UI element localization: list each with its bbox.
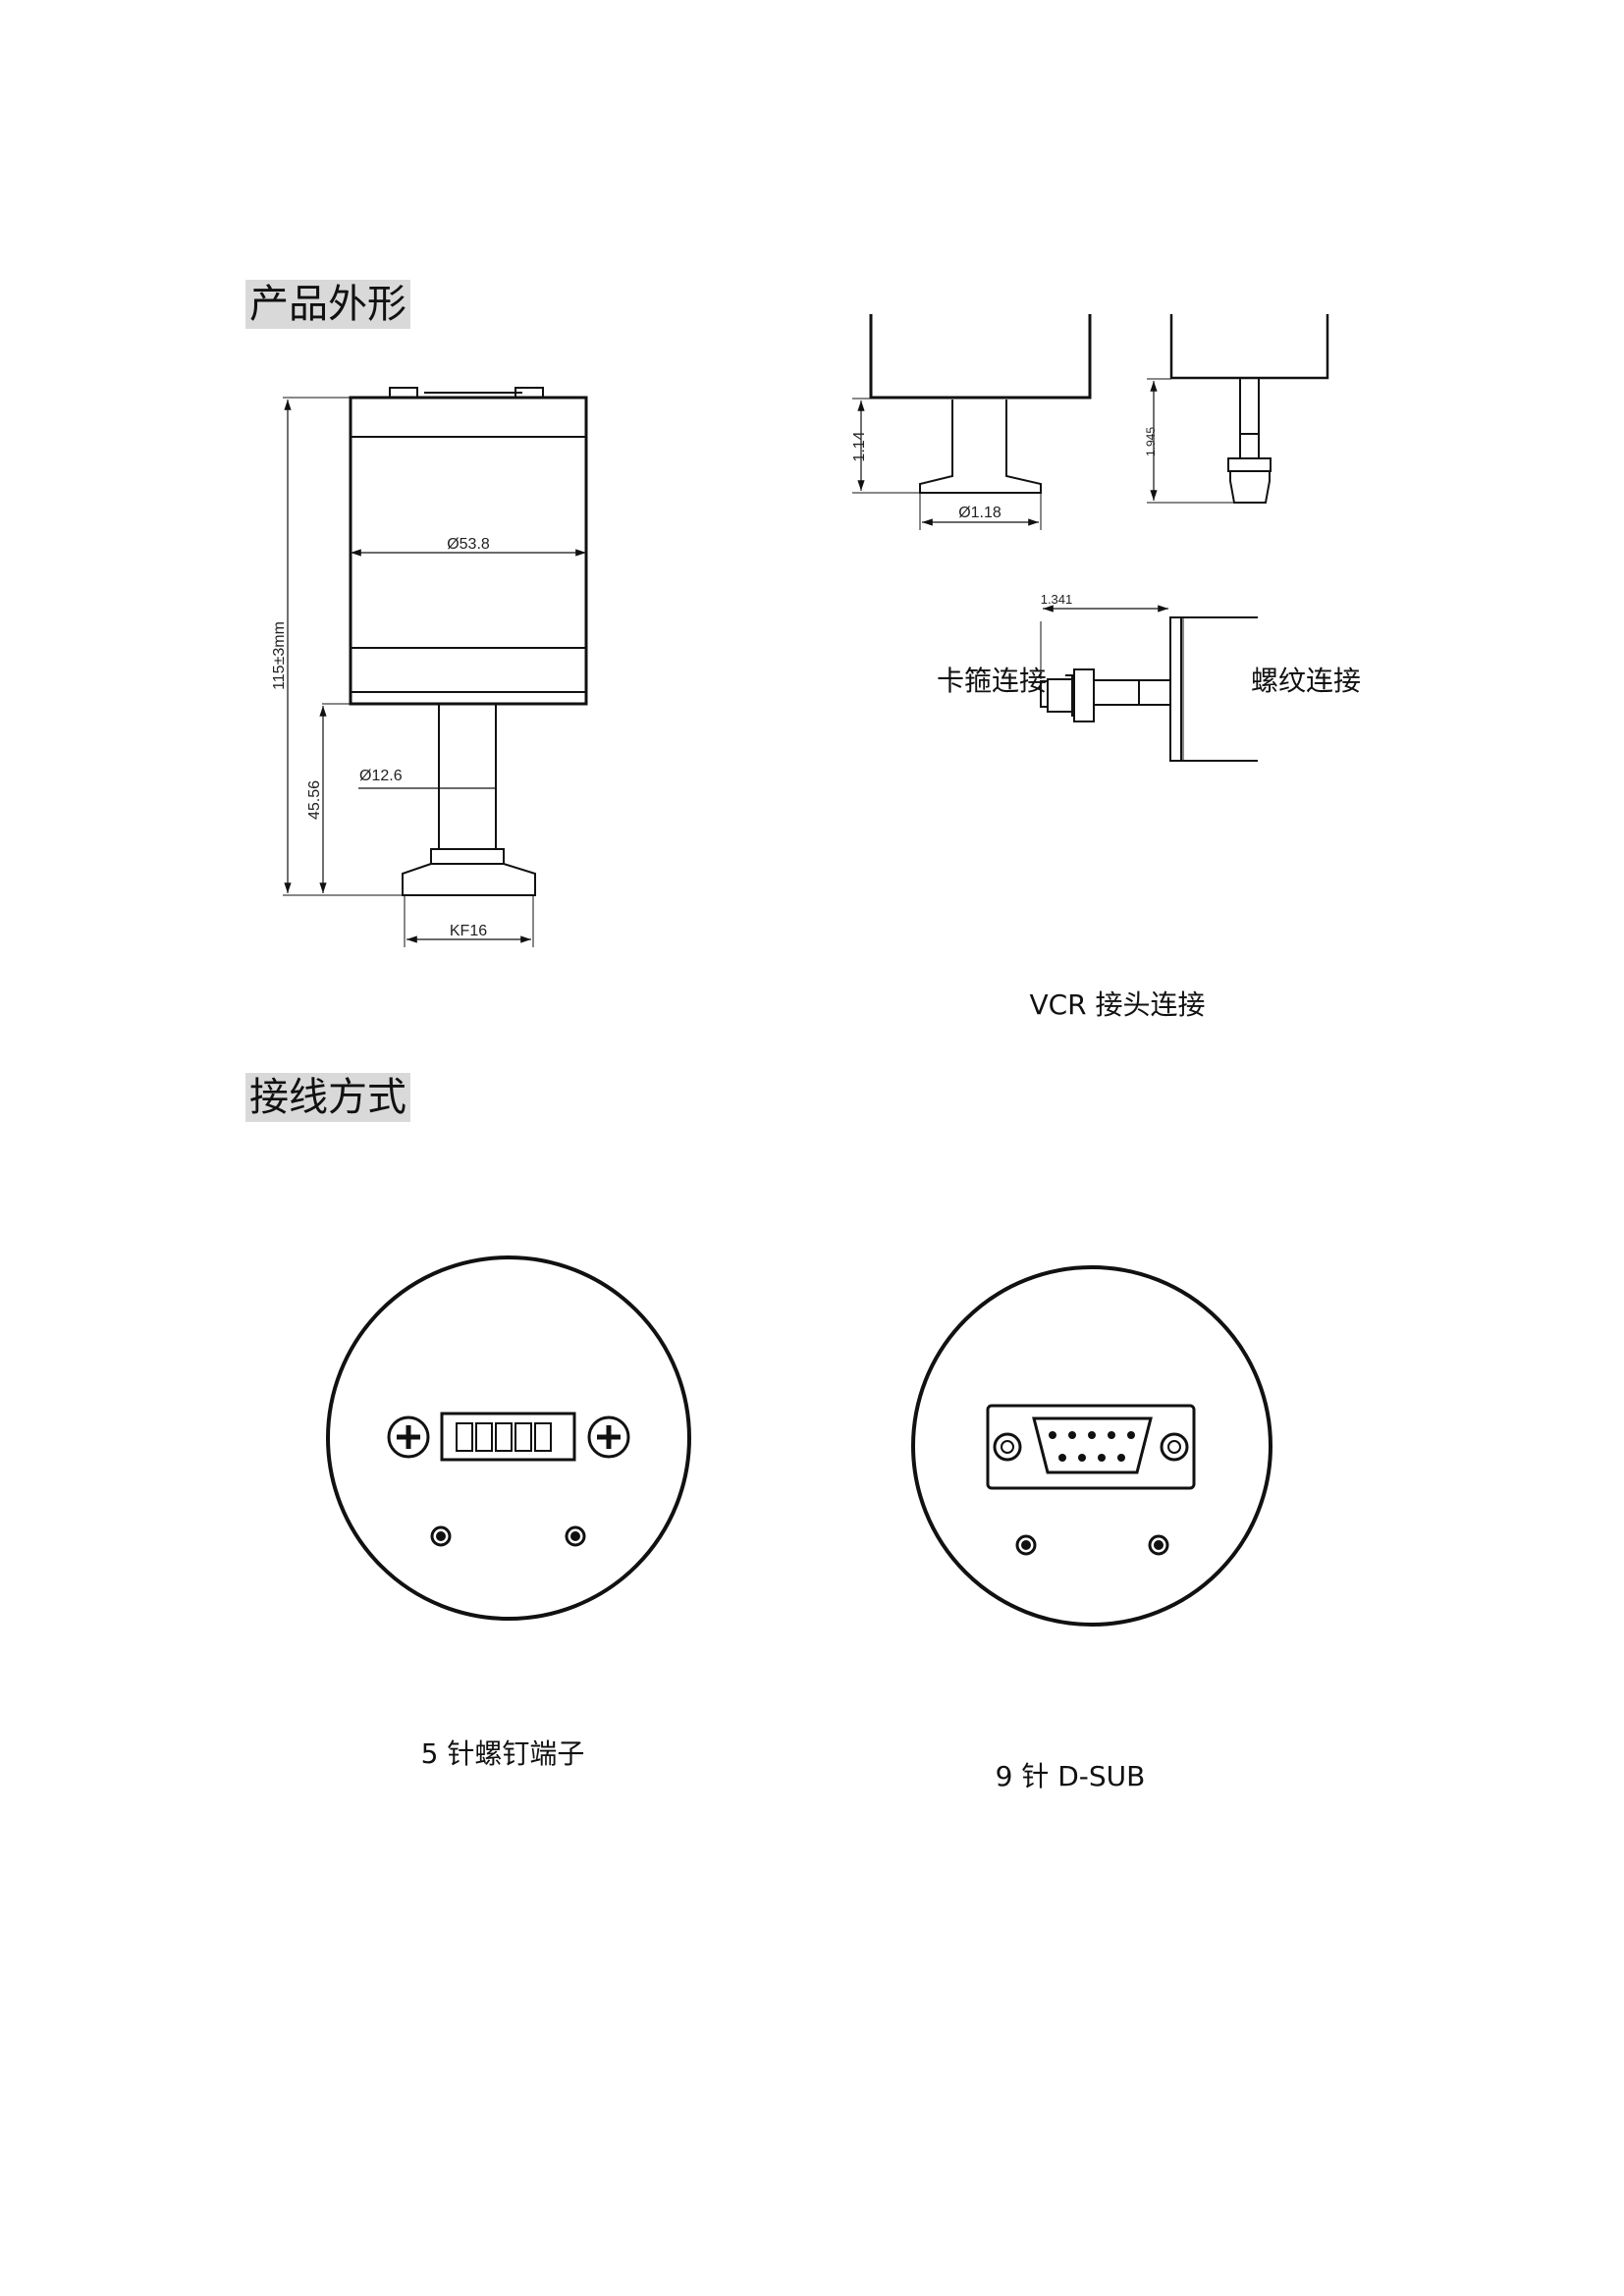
body-diameter-label: Ø53.8 (447, 536, 490, 553)
section-title-appearance: 产品外形 (245, 280, 410, 329)
vcr-length-label: 1.341 (1041, 592, 1073, 607)
section-title-wiring: 接线方式 (245, 1073, 410, 1122)
thread-caption: 螺纹连接 (1250, 665, 1362, 697)
stem-height-label: 45.56 (306, 780, 323, 820)
thread-connection-drawing (1147, 314, 1329, 504)
main-gauge-drawing (283, 387, 588, 947)
screw-icon (387, 1415, 430, 1459)
thread-height-label: 1.945 (1144, 427, 1158, 456)
stem-diameter-label: Ø12.6 (359, 768, 403, 784)
clamp-connection-drawing (852, 314, 1092, 530)
clamp-height-label: 1.14 (851, 431, 868, 461)
dsub-caption: 9 针 D-SUB (995, 1760, 1146, 1792)
vcr-connection-drawing (1040, 605, 1258, 762)
flange-label: KF16 (450, 923, 487, 939)
clamp-diameter-label: Ø1.18 (958, 505, 1001, 521)
clamp-caption: 卡箍连接 (936, 665, 1048, 697)
vcr-caption: VCR 接头连接 (1029, 988, 1206, 1021)
screw-icon (587, 1415, 630, 1459)
total-height-label: 115±3mm (271, 621, 288, 690)
dsub-connector-drawing (911, 1265, 1272, 1627)
five-pin-caption: 5 针螺钉端子 (420, 1737, 585, 1770)
five-pin-terminal-drawing (326, 1255, 691, 1621)
